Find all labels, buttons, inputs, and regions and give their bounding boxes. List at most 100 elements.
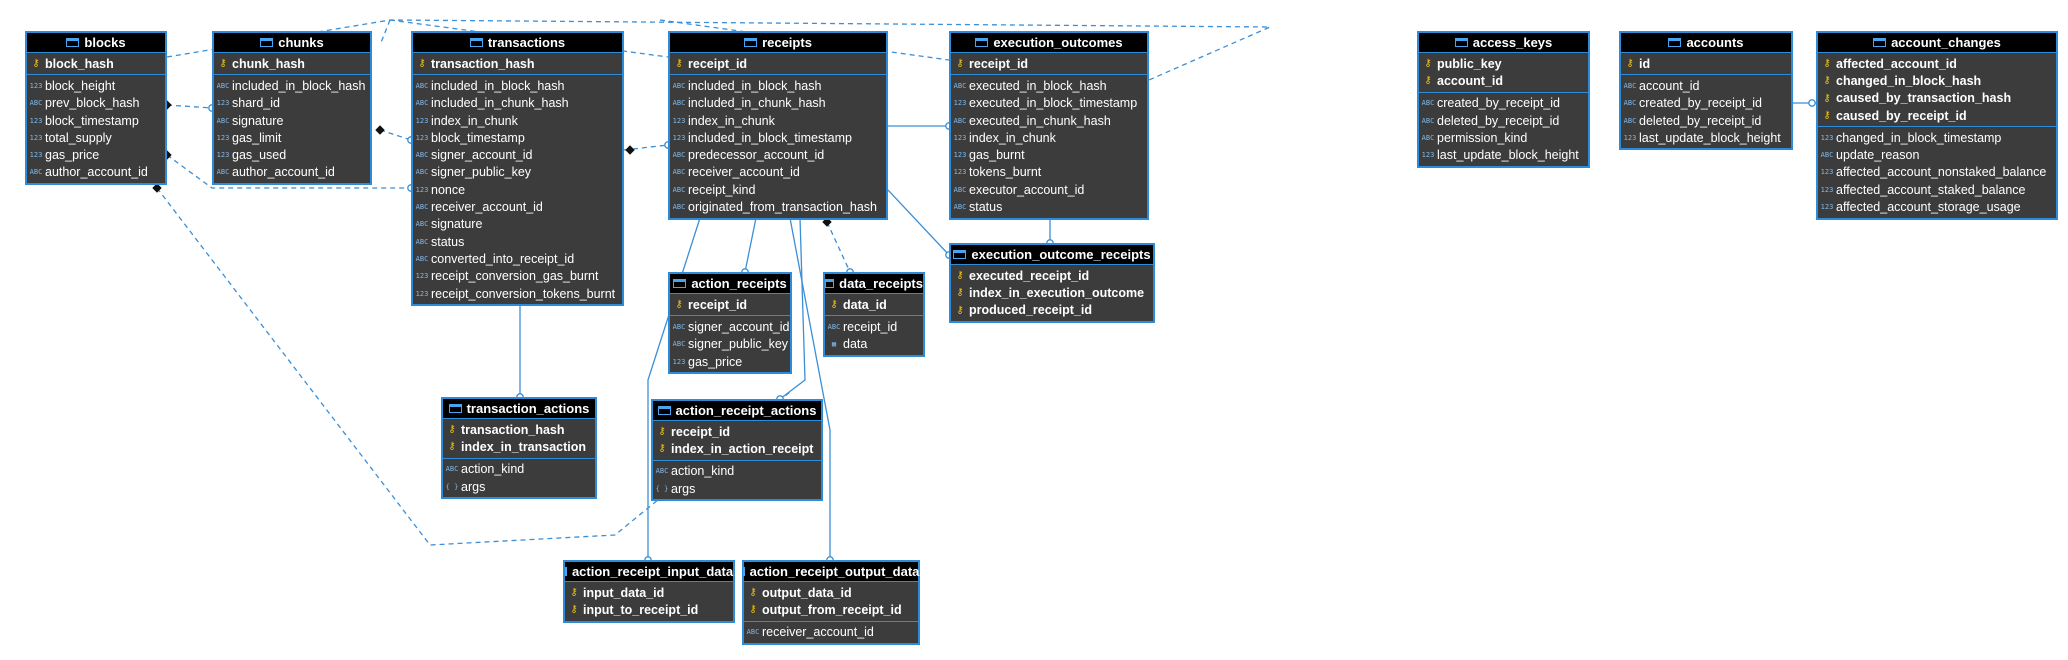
key-column-row[interactable]: ⚷output_data_id bbox=[744, 584, 918, 601]
key-column-row[interactable]: ⚷index_in_action_receipt bbox=[653, 440, 821, 457]
table-transaction-actions[interactable]: transaction_actions⚷transaction_hash⚷ind… bbox=[441, 397, 597, 500]
table-header[interactable]: access_keys bbox=[1419, 33, 1588, 53]
table-header[interactable]: accounts bbox=[1621, 33, 1791, 53]
table-header[interactable]: account_changes bbox=[1818, 33, 2056, 53]
key-column-row[interactable]: ⚷input_to_receipt_id bbox=[565, 601, 733, 618]
key-column-row[interactable]: ⚷id bbox=[1621, 55, 1791, 72]
table-header[interactable]: blocks bbox=[27, 33, 165, 53]
table-execution-outcome-receipts[interactable]: execution_outcome_receipts⚷executed_rece… bbox=[949, 243, 1155, 323]
key-column-row[interactable]: ⚷transaction_hash bbox=[413, 55, 622, 72]
key-column-row[interactable]: ⚷caused_by_receipt_id bbox=[1818, 107, 2056, 124]
key-column-row[interactable]: ⚷chunk_hash bbox=[214, 55, 370, 72]
key-column-row[interactable]: ⚷receipt_id bbox=[670, 55, 886, 72]
key-column-row[interactable]: ⚷receipt_id bbox=[670, 296, 790, 313]
key-column-row[interactable]: ⚷produced_receipt_id bbox=[951, 302, 1153, 319]
table-header[interactable]: execution_outcomes bbox=[951, 33, 1147, 53]
table-header[interactable]: data_receipts bbox=[825, 274, 923, 294]
key-column-row[interactable]: ⚷index_in_execution_outcome bbox=[951, 284, 1153, 301]
key-column-row[interactable]: ⚷output_from_receipt_id bbox=[744, 601, 918, 618]
key-column-row[interactable]: ⚷account_id bbox=[1419, 72, 1588, 89]
key-column-row[interactable]: ⚷public_key bbox=[1419, 55, 1588, 72]
table-action-receipt-input-data[interactable]: action_receipt_input_data⚷input_data_id⚷… bbox=[563, 560, 735, 623]
column-row[interactable]: { }args bbox=[653, 480, 821, 497]
table-header[interactable]: action_receipt_input_data bbox=[564, 562, 733, 582]
key-column-row[interactable]: ⚷block_hash bbox=[27, 55, 165, 72]
table-account-changes[interactable]: account_changes⚷affected_account_id⚷chan… bbox=[1816, 31, 2058, 220]
table-header[interactable]: execution_outcome_receipts bbox=[951, 245, 1153, 265]
column-row[interactable]: { }args bbox=[443, 478, 595, 495]
key-column-row[interactable]: ⚷data_id bbox=[825, 296, 923, 313]
key-column-row[interactable]: ⚷index_in_transaction bbox=[443, 438, 595, 455]
key-column-row[interactable]: ⚷receipt_id bbox=[951, 55, 1147, 72]
key-column-row[interactable]: ⚷transaction_hash bbox=[443, 421, 595, 438]
column-row[interactable]: ▦data bbox=[825, 336, 923, 353]
table-header[interactable]: transactions bbox=[413, 33, 622, 53]
table-action-receipt-actions[interactable]: action_receipt_actions ⚷receipt_id⚷index_… bbox=[651, 399, 823, 502]
key-column-row[interactable]: ⚷affected_account_id bbox=[1818, 55, 2056, 72]
table-header[interactable]: chunks bbox=[214, 33, 370, 53]
key-column-row[interactable]: ⚷receipt_id bbox=[653, 423, 821, 440]
table-header[interactable]: action_receipt_actions bbox=[653, 401, 821, 421]
key-column-row[interactable]: ⚷caused_by_transaction_hash bbox=[1818, 90, 2056, 107]
